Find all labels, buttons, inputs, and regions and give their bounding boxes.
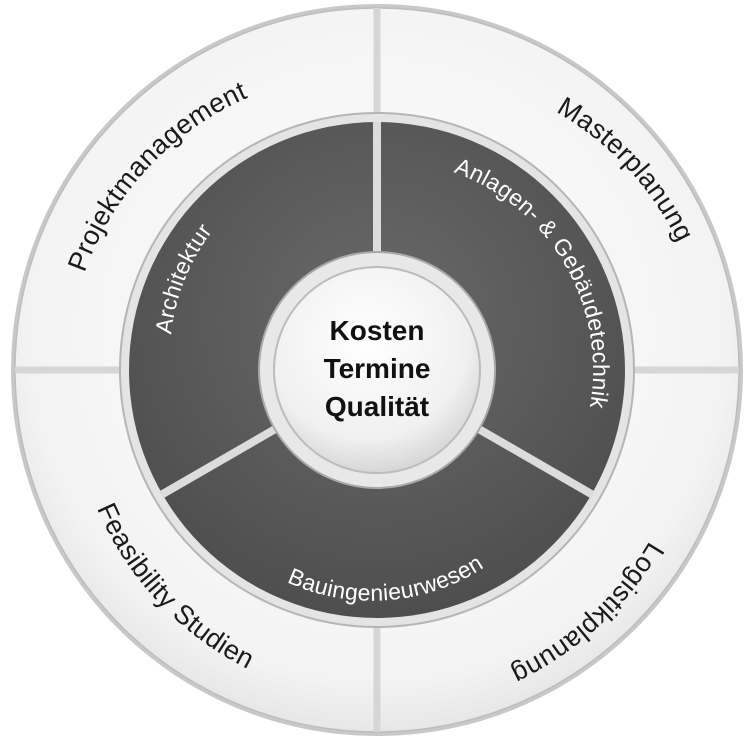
center-line-termine: Termine bbox=[324, 353, 431, 384]
inner-separators bbox=[158, 122, 596, 499]
center-line-qualitaet: Qualität bbox=[325, 391, 429, 422]
outer-separators bbox=[15, 8, 739, 732]
center-disc bbox=[273, 266, 481, 474]
center-line-kosten: Kosten bbox=[330, 315, 425, 346]
